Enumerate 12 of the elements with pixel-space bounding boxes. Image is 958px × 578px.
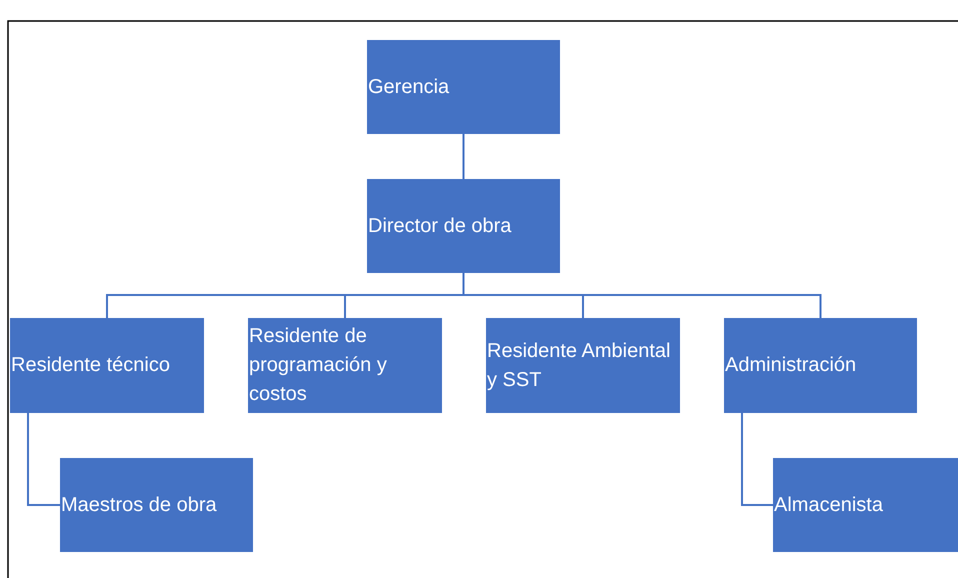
- org-box: Residente de programación y costos: [248, 318, 442, 413]
- org-box: Almacenista: [773, 458, 958, 552]
- org-box: Gerencia: [367, 40, 560, 134]
- org-box: Residente técnico: [10, 318, 204, 413]
- org-box: Residente Ambiental y SST: [486, 318, 680, 413]
- connector-line: [741, 413, 773, 506]
- connector-line: [27, 413, 60, 506]
- org-box: Maestros de obra: [60, 458, 253, 552]
- connector-line: [462, 273, 822, 318]
- org-box: Director de obra: [367, 179, 560, 273]
- org-box: Administración: [724, 318, 917, 413]
- connector-line: [462, 134, 464, 179]
